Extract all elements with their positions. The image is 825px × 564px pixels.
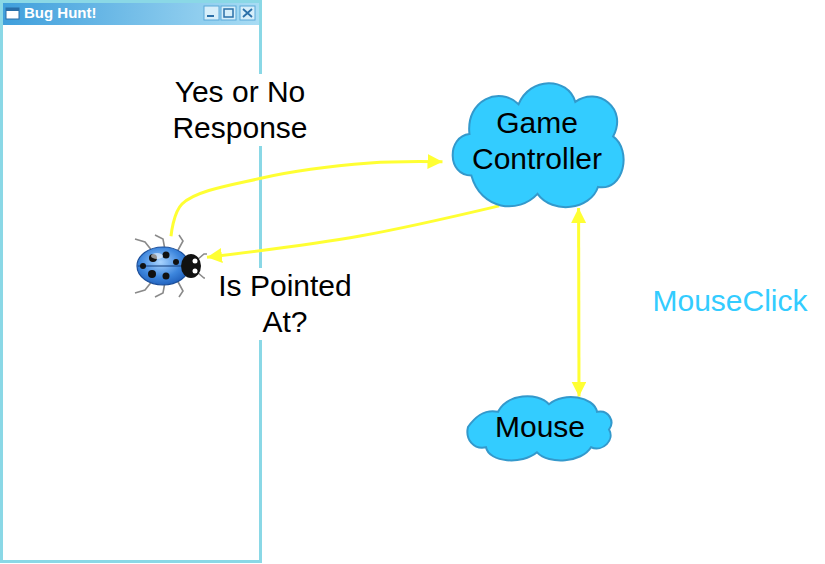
window-icon <box>6 8 19 19</box>
signal-arrow <box>171 162 443 237</box>
cloud-path <box>452 83 623 207</box>
ladybug-icon <box>135 235 207 297</box>
cloud-outline <box>443 72 632 210</box>
edge-label: Yes or No Response <box>140 74 340 146</box>
mouse-cloud: Mouse <box>465 389 615 465</box>
cloud-label: Mouse <box>495 409 585 445</box>
cloud-label: Game Controller <box>465 105 610 177</box>
edge-label: Is Pointed At? <box>205 268 365 340</box>
signal-arrow <box>577 208 580 397</box>
edge-label: MouseClick <box>645 283 815 319</box>
window-title: Bug Hunt! <box>24 4 96 22</box>
window-controls <box>204 6 255 20</box>
controller-cloud: Game Controller <box>443 72 632 210</box>
signal-arrow <box>207 206 499 257</box>
cloud-path <box>467 396 611 460</box>
